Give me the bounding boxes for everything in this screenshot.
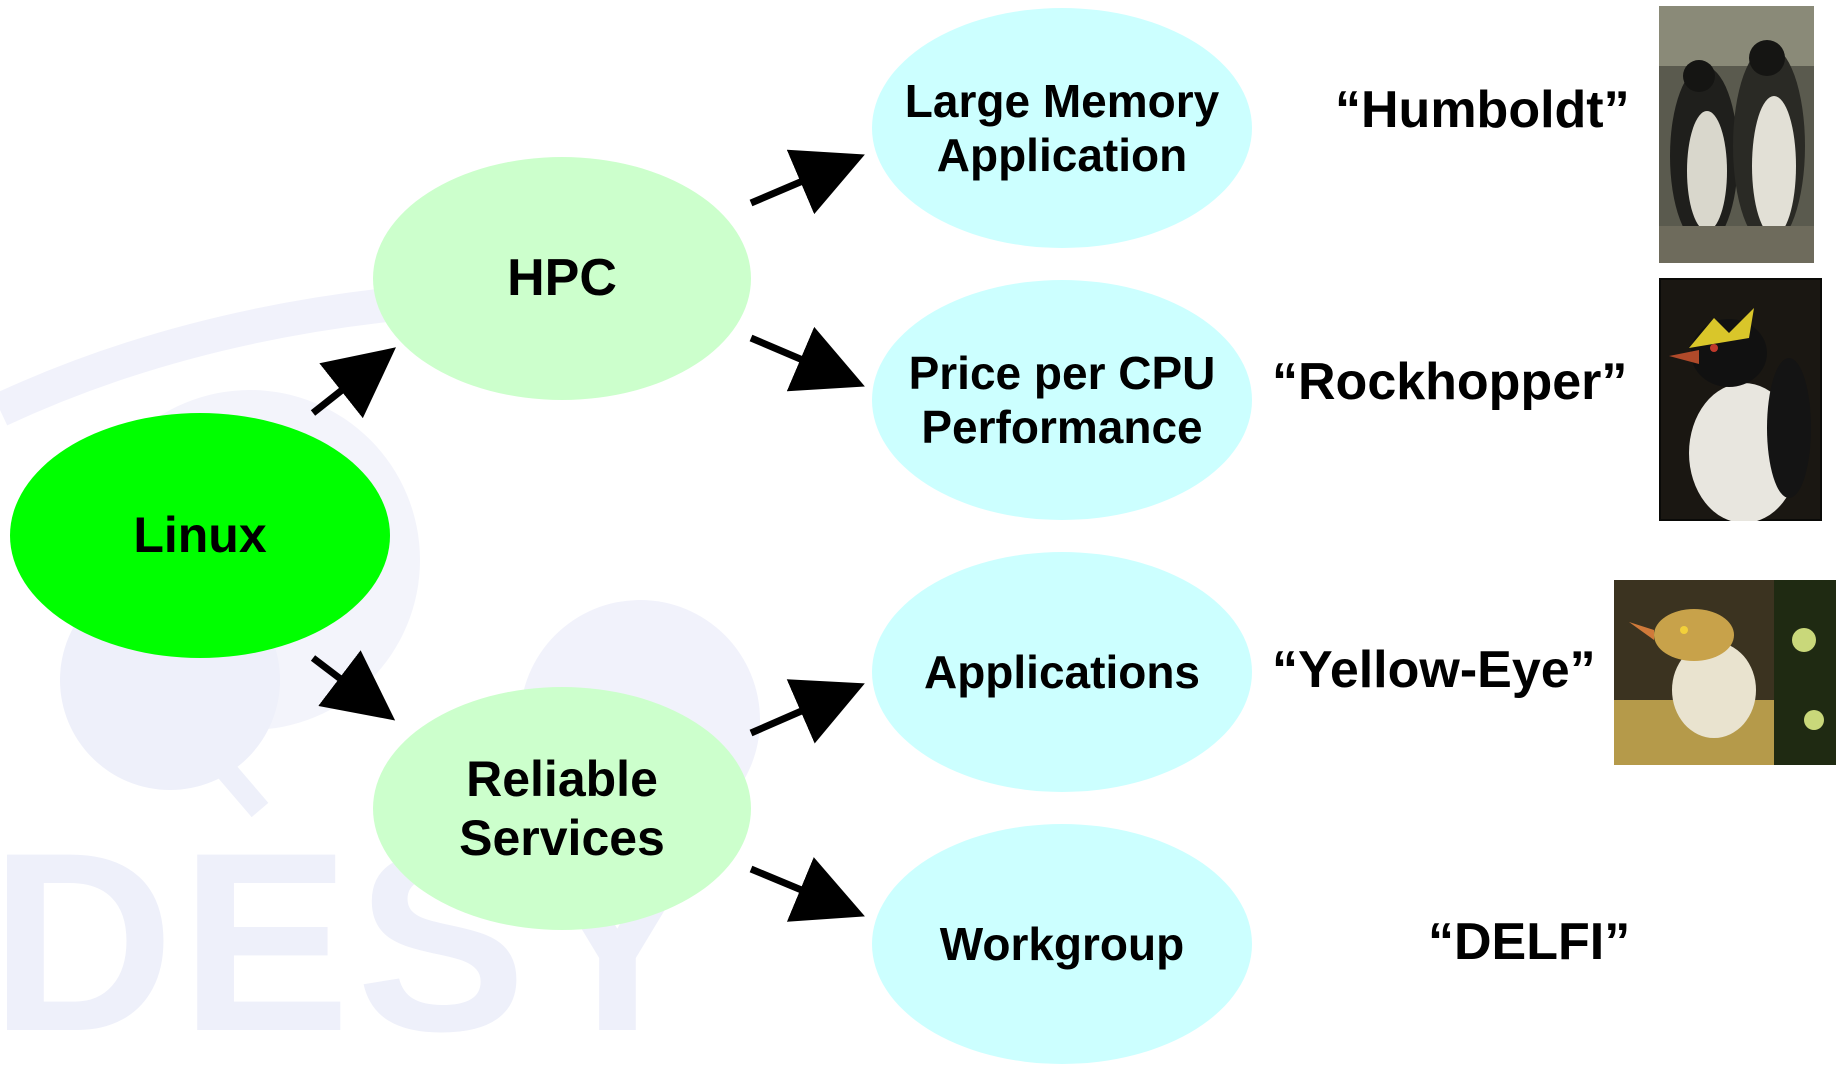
rockhopper-penguin-photo xyxy=(1659,278,1822,521)
node-large-memory-line2: Application xyxy=(936,129,1188,181)
node-price-cpu-line2: Performance xyxy=(921,401,1203,453)
node-linux-label: Linux xyxy=(133,507,267,563)
codename-humboldt: “Humboldt” xyxy=(1335,81,1630,139)
node-hpc: HPC xyxy=(373,157,751,400)
node-reliable-line2: Services xyxy=(459,809,665,866)
arrow-hpc-to-large-memory xyxy=(749,149,865,215)
arrow-linux-to-hpc xyxy=(310,347,396,419)
arrow-linux-to-reliable xyxy=(310,650,396,721)
arrow-reliable-to-workgroup xyxy=(749,857,865,922)
node-large-memory-line1: Large Memory xyxy=(904,74,1220,127)
yellow-eyed-penguin-photo xyxy=(1614,580,1836,765)
node-applications-label: Applications xyxy=(923,645,1201,698)
arrow-reliable-to-applications xyxy=(749,679,865,744)
node-reliable-line1: Reliable xyxy=(466,750,658,807)
node-workgroup-label: Workgroup xyxy=(939,917,1185,970)
node-applications: Applications xyxy=(872,552,1252,792)
codename-yellow-eye: “Yellow-Eye” xyxy=(1272,641,1596,699)
node-price-per-cpu: Price per CPU Performance xyxy=(872,280,1252,520)
node-linux: Linux xyxy=(10,413,390,658)
node-large-memory-application: Large Memory Application xyxy=(872,8,1252,248)
codename-rockhopper: “Rockhopper” xyxy=(1272,353,1628,411)
node-price-cpu-line1: Price per CPU xyxy=(908,346,1216,399)
humboldt-penguin-photo xyxy=(1659,6,1814,263)
node-workgroup: Workgroup xyxy=(872,824,1252,1064)
node-reliable-services: Reliable Services xyxy=(373,687,751,930)
node-hpc-label: HPC xyxy=(507,248,617,307)
arrow-hpc-to-price-cpu xyxy=(749,326,865,392)
codename-delfi: “DELFI” xyxy=(1428,913,1631,971)
